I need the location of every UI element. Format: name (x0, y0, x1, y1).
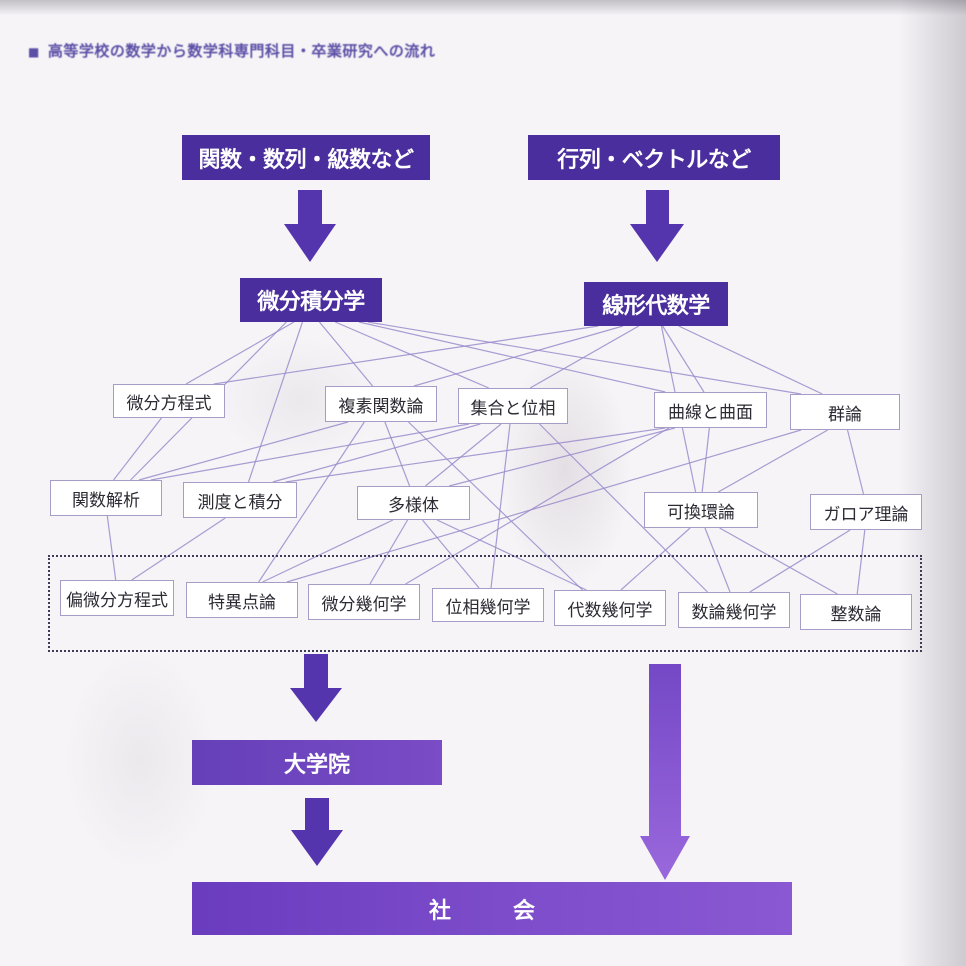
square-bullet-icon: ■ (28, 45, 40, 59)
down-arrow-icon (290, 654, 342, 722)
connector-line (539, 423, 708, 593)
connector-line (421, 519, 480, 589)
connector-line (719, 527, 838, 595)
research-partial-differential-equations: 偏微分方程式 (60, 580, 174, 616)
highschool-matrices-box: 行列・ベクトルなど (528, 135, 780, 180)
research-algebraic-geometry: 代数幾何学 (554, 590, 666, 626)
connector-line (113, 417, 162, 481)
connector-line (106, 515, 117, 581)
down-arrow-icon (291, 798, 343, 866)
long-down-arrow-icon (640, 664, 690, 880)
connector-line (856, 529, 866, 595)
connector-line (285, 427, 666, 483)
connector-line (335, 321, 489, 389)
research-differential-geometry: 微分幾何学 (308, 584, 420, 620)
connector-line (529, 325, 640, 389)
subject-commutative-rings: 可換環論 (644, 492, 758, 528)
linear-algebra-box: 線形代数学 (584, 282, 728, 326)
subject-differential-equations: 微分方程式 (113, 384, 225, 418)
connector-line (704, 527, 731, 593)
connector-line (138, 421, 349, 481)
connector-line (247, 321, 304, 483)
page-title: ■ 高等学校の数学から数学科専門科目・卒業研究への流れ (28, 40, 435, 61)
connector-line (717, 429, 829, 493)
connector-line (425, 423, 502, 487)
research-singularity-theory: 特異点論 (186, 582, 298, 618)
down-arrow-icon (630, 190, 684, 262)
connector-line (408, 421, 583, 591)
down-arrow-icon (284, 190, 336, 262)
connector-line (405, 427, 670, 585)
connector-line (213, 325, 599, 385)
subject-complex-analysis: 複素関数論 (325, 386, 437, 422)
connector-line (262, 519, 394, 583)
connector-line (662, 325, 705, 393)
subject-functional-analysis: 関数解析 (50, 480, 162, 516)
subject-measure-integration: 測度と積分 (183, 482, 297, 518)
graduate-school-bar: 大学院 (192, 740, 442, 785)
subject-curves-surfaces: 曲線と曲面 (654, 392, 767, 428)
connector-line (367, 321, 802, 395)
research-arithmetic-geometry: 数論幾何学 (678, 592, 790, 628)
page-title-text: 高等学校の数学から数学科専門科目・卒業研究への流れ (47, 42, 436, 60)
subject-manifolds: 多様体 (357, 486, 470, 520)
research-number-theory: 整数論 (800, 594, 912, 630)
subject-set-topology: 集合と位相 (458, 388, 568, 424)
connector-line (448, 427, 676, 487)
society-bar: 社 会 (192, 882, 792, 935)
connector-line (701, 427, 710, 493)
connector-line (358, 321, 666, 393)
research-group-frame (48, 555, 922, 652)
connector-line (384, 421, 411, 487)
connector-line (620, 527, 691, 591)
connector-line (150, 423, 470, 481)
connector-line (413, 325, 624, 387)
connector-line (490, 423, 511, 589)
connector-line (272, 423, 481, 483)
highschool-functions-box: 関数・数列・級数など (182, 135, 430, 180)
connector-line (846, 429, 865, 495)
subject-galois-theory: ガロア理論 (810, 494, 922, 530)
connector-line (678, 325, 823, 395)
subject-group-theory: 群論 (790, 394, 900, 430)
calculus-box: 微分積分学 (240, 278, 382, 322)
research-topology: 位相幾何学 (432, 588, 544, 622)
connector-line (131, 517, 226, 581)
connector-line (749, 529, 851, 593)
connector-line (318, 321, 374, 387)
